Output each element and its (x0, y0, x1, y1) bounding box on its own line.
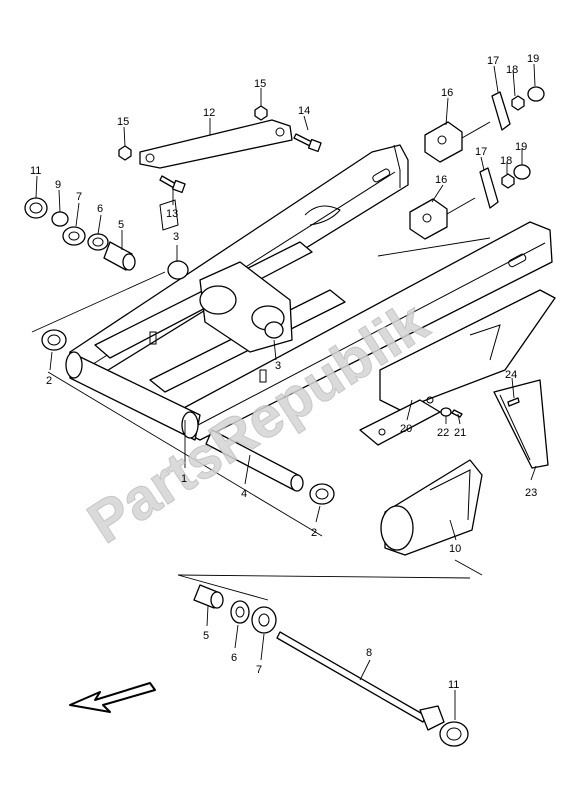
chain-cover-part-20[interactable] (359, 289, 556, 446)
callout-20[interactable]: 20 (400, 423, 412, 435)
callout-6-upper[interactable]: 6 (97, 203, 103, 215)
callout-16-lower[interactable]: 16 (435, 174, 447, 186)
callout-15-right[interactable]: 15 (254, 78, 266, 90)
callout-17-upper[interactable]: 17 (487, 55, 499, 67)
adjuster-part-16-upper[interactable] (424, 121, 491, 163)
callout-9[interactable]: 9 (55, 179, 61, 191)
washer-part-7-upper[interactable] (62, 226, 86, 246)
callout-14[interactable]: 14 (298, 105, 310, 117)
callout-18-lower[interactable]: 18 (500, 155, 512, 167)
callout-16-upper[interactable]: 16 (441, 87, 453, 99)
bushing-part-3-lower[interactable] (264, 321, 284, 339)
callout-3-upper[interactable]: 3 (173, 231, 179, 243)
nut-part-18-lower[interactable] (501, 173, 515, 189)
callout-19-lower[interactable]: 19 (515, 141, 527, 153)
washer-part-6-lower[interactable] (230, 600, 250, 624)
callout-labels: 1 2 2 3 3 4 5 5 6 6 7 7 8 9 10 11 11 12 … (30, 53, 539, 691)
callout-7-upper[interactable]: 7 (76, 191, 82, 203)
callout-leaders (35, 63, 537, 720)
callout-10[interactable]: 10 (449, 543, 461, 555)
callout-5-lower[interactable]: 5 (203, 630, 209, 642)
bolt-part-14[interactable] (293, 133, 322, 153)
pivot-shaft-part-8[interactable] (276, 631, 445, 731)
bracket-part-23[interactable] (493, 379, 549, 469)
plate-part-17-upper[interactable] (491, 91, 511, 131)
callout-8[interactable]: 8 (366, 647, 372, 659)
nut-part-15-left[interactable] (118, 145, 132, 161)
adjuster-part-16-lower[interactable] (409, 197, 476, 240)
cap-part-19-upper[interactable] (527, 86, 545, 102)
bolt-part-21[interactable] (451, 409, 463, 418)
plate-part-17-lower[interactable] (479, 167, 499, 209)
callout-1[interactable]: 1 (181, 473, 187, 485)
spacer-part-5-lower[interactable] (193, 584, 224, 609)
callout-19-upper[interactable]: 19 (527, 53, 539, 65)
callout-11-lower[interactable]: 11 (448, 679, 459, 691)
chain-guide-part-10[interactable] (380, 459, 483, 556)
cap-part-11-lower[interactable] (439, 721, 469, 747)
washer-part-7-lower[interactable] (251, 606, 277, 634)
cap-part-19-lower[interactable] (513, 164, 531, 180)
callout-15-left[interactable]: 15 (117, 116, 129, 128)
callout-24[interactable]: 24 (505, 369, 517, 381)
bolt-part-24[interactable] (507, 397, 520, 407)
callout-2-right[interactable]: 2 (311, 527, 317, 539)
needle-bearing-part-2-right[interactable] (309, 483, 335, 505)
nut-part-18-upper[interactable] (511, 95, 525, 111)
callout-23[interactable]: 23 (525, 487, 537, 499)
bushing-part-3-upper[interactable] (167, 260, 189, 280)
nut-part-9[interactable] (51, 211, 69, 227)
torque-link-part-12[interactable] (139, 119, 293, 169)
callout-4[interactable]: 4 (241, 488, 247, 500)
washer-part-6-upper[interactable] (87, 233, 109, 251)
callout-17-lower[interactable]: 17 (475, 146, 487, 158)
spacer-tube-part-4[interactable] (205, 429, 304, 492)
callout-22[interactable]: 22 (437, 427, 449, 439)
swingarm-part-1[interactable] (65, 144, 553, 441)
needle-bearing-part-2-left[interactable] (41, 329, 67, 351)
callout-12[interactable]: 12 (203, 107, 215, 119)
callout-6-lower[interactable]: 6 (231, 652, 237, 664)
bolt-part-13[interactable] (159, 175, 186, 194)
callout-2-left[interactable]: 2 (46, 375, 52, 387)
cap-part-11-upper[interactable] (24, 197, 48, 219)
callout-11-upper[interactable]: 11 (30, 165, 41, 177)
front-direction-arrow-icon (69, 682, 156, 713)
washer-part-22[interactable] (440, 407, 452, 417)
callout-7-lower[interactable]: 7 (256, 664, 262, 676)
callout-18-upper[interactable]: 18 (506, 64, 518, 76)
callout-3-lower[interactable]: 3 (275, 360, 281, 372)
callout-5-upper[interactable]: 5 (118, 219, 124, 231)
spacer-part-5-upper[interactable] (103, 241, 136, 271)
callout-13[interactable]: 13 (166, 208, 178, 220)
callout-21[interactable]: 21 (454, 427, 466, 439)
nut-part-15-right[interactable] (254, 105, 268, 121)
